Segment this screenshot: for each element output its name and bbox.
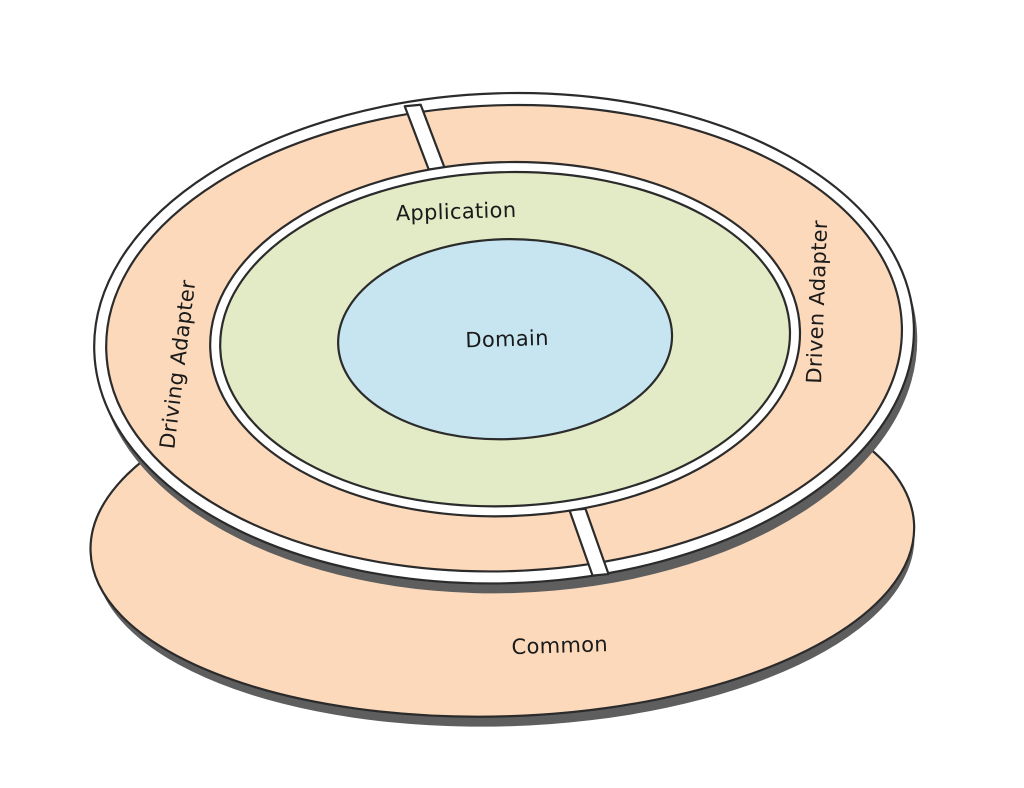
domain-label: Domain bbox=[465, 326, 549, 353]
application-label: Application bbox=[395, 198, 516, 226]
domain-core bbox=[337, 237, 674, 441]
common-label: Common bbox=[511, 632, 608, 659]
